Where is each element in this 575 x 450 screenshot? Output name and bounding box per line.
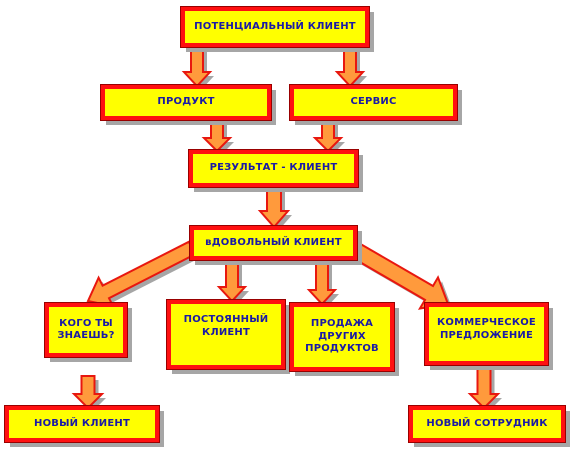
arrow-commercial-to-new-employee <box>467 362 502 412</box>
arrow-result-to-satisfied <box>257 185 292 231</box>
node-result-client-label: РЕЗУЛЬТАТ - КЛИЕНТ <box>209 162 338 174</box>
arrow-service-to-result <box>312 118 345 155</box>
node-commercial-offer-label: КОММЕРЧЕСКОЕ ПРЕДЛОЖЕНИЕ <box>437 317 536 341</box>
node-new-employee: НОВЫЙ СОТРУДНИК <box>408 405 566 443</box>
node-product-label: ПРОДУКТ <box>157 96 215 108</box>
node-service-label: СЕРВИС <box>350 96 397 108</box>
arrow-potential-to-product <box>181 45 214 90</box>
arrow-potential-to-service <box>334 45 367 90</box>
node-new-employee-label: НОВЫЙ СОТРУДНИК <box>426 417 548 429</box>
arrow-satisfied-to-other <box>306 258 339 308</box>
arrow-product-to-result <box>201 118 234 155</box>
node-satisfied-client: вДОВОЛЬНЫЙ КЛИЕНТ <box>189 225 358 261</box>
node-regular-client: ПОСТОЯННЫЙ КЛИЕНТ <box>166 299 286 370</box>
node-who-you-know-label: КОГО ТЫ ЗНАЕШЬ? <box>57 317 115 342</box>
node-other-products: ПРОДАЖА ДРУГИХ ПРОДУКТОВ <box>289 302 395 372</box>
arrow-who-to-new-client <box>71 375 106 412</box>
node-commercial-offer: КОММЕРЧЕСКОЕ ПРЕДЛОЖЕНИЕ <box>424 302 549 366</box>
node-new-client: НОВЫЙ КЛИЕНТ <box>4 405 160 443</box>
node-new-client-label: НОВЫЙ КЛИЕНТ <box>34 417 130 429</box>
arrow-satisfied-to-commercial <box>349 241 452 313</box>
node-result-client: РЕЗУЛЬТАТ - КЛИЕНТ <box>188 149 359 188</box>
arrow-satisfied-to-regular <box>216 258 249 305</box>
node-other-products-label: ПРОДАЖА ДРУГИХ ПРОДУКТОВ <box>305 318 379 355</box>
node-satisfied-client-label: вДОВОЛЬНЫЙ КЛИЕНТ <box>205 236 342 248</box>
node-regular-client-label: ПОСТОЯННЫЙ КЛИЕНТ <box>183 314 269 338</box>
node-product: ПРОДУКТ <box>100 84 272 121</box>
node-potential-client: ПОТЕНЦИАЛЬНЫЙ КЛИЕНТ <box>180 6 370 48</box>
node-who-you-know: КОГО ТЫ ЗНАЕШЬ? <box>44 302 128 358</box>
node-potential-client-label: ПОТЕНЦИАЛЬНЫЙ КЛИЕНТ <box>194 20 356 32</box>
node-service: СЕРВИС <box>289 84 458 121</box>
